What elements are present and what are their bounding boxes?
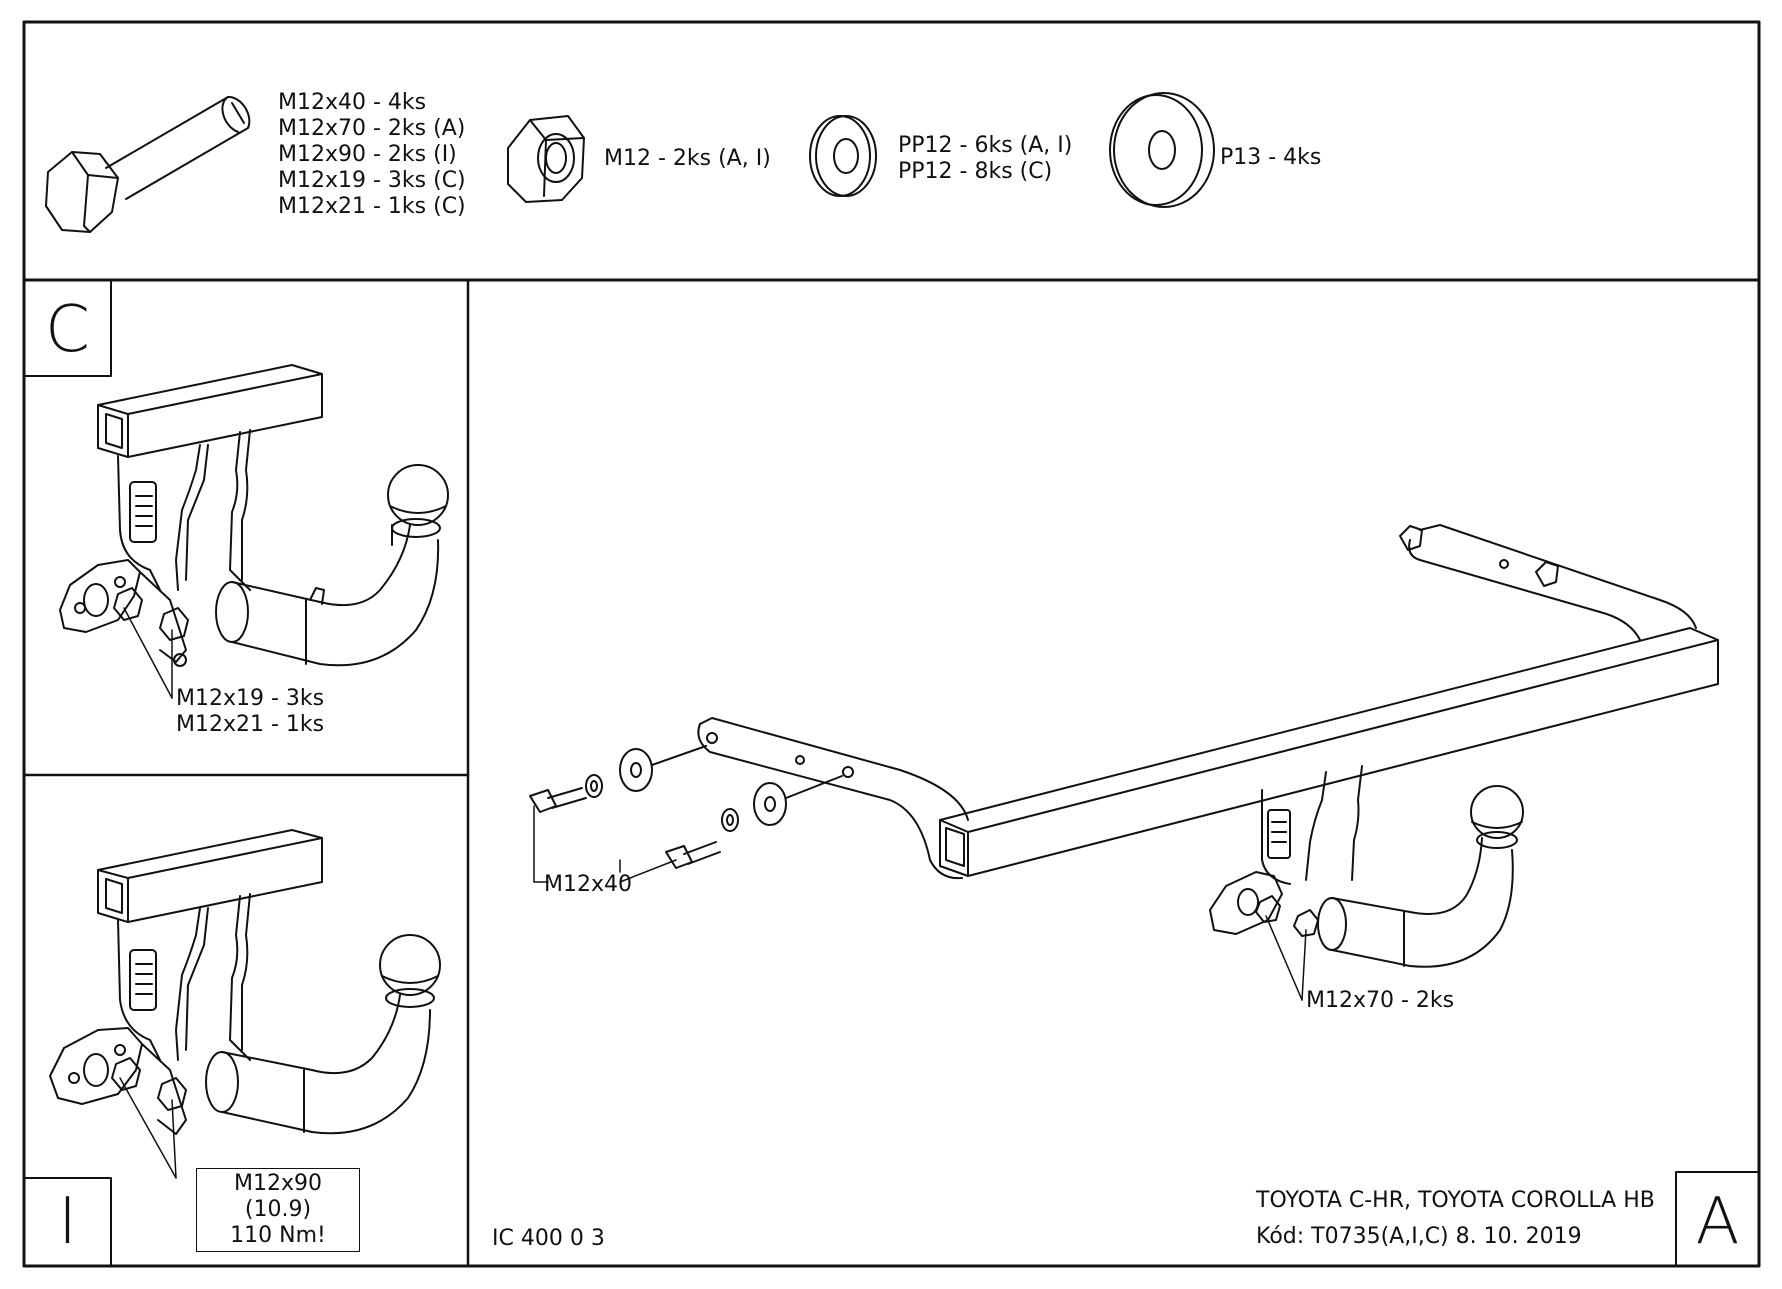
- bolt-spec-3: M12x90 - 2ks (I): [278, 142, 457, 167]
- bolt-spec-4: M12x19 - 3ks (C): [278, 168, 466, 193]
- panel-i-torque-callout: M12x90 (10.9) 110 Nm!: [196, 1168, 360, 1252]
- spring-washer-spec-2: PP12 - 8ks (C): [898, 159, 1053, 184]
- flat-washer-spec: P13 - 4ks: [1220, 145, 1322, 170]
- code-line: Kód: T0735(A,I,C) 8. 10. 2019: [1256, 1224, 1582, 1249]
- panel-i-letter: I: [58, 1185, 77, 1259]
- flat-washer-icon: [1109, 92, 1215, 208]
- nut-spec: M12 - 2ks (A, I): [604, 146, 771, 171]
- hex-bolt-icon: [45, 95, 251, 233]
- panel-c-callout-2: M12x21 - 1ks: [176, 712, 325, 737]
- product-code: IC 400 0 3: [492, 1226, 605, 1251]
- panel-c-hitch-drawing: [59, 364, 449, 667]
- frame-lines: [22, 20, 1761, 1268]
- panel-a-bolt-callout: M12x40: [544, 872, 632, 897]
- panel-i-callout-2: 110 Nm!: [230, 1223, 326, 1248]
- bolt-spec-2: M12x70 - 2ks (A): [278, 116, 466, 141]
- bolt-spec-5: M12x21 - 1ks (C): [278, 194, 466, 219]
- spring-washer-icon: [809, 115, 877, 197]
- panel-a-bracket-callout: M12x70 - 2ks: [1306, 988, 1455, 1013]
- panel-a-letter: A: [1695, 1185, 1740, 1259]
- vehicle-title: TOYOTA C-HR, TOYOTA COROLLA HB: [1256, 1188, 1655, 1213]
- hex-nut-icon: [507, 115, 585, 203]
- bolt-spec-1: M12x40 - 4ks: [278, 90, 427, 115]
- panel-i-callout-1: M12x90 (10.9): [234, 1171, 322, 1222]
- callout-leaders: [119, 607, 1307, 1179]
- spring-washer-spec-1: PP12 - 6ks (A, I): [898, 133, 1073, 158]
- panel-i-hitch-drawing: [49, 829, 441, 1135]
- panel-c-letter: C: [45, 293, 90, 367]
- panel-c-callout-1: M12x19 - 3ks: [176, 686, 325, 711]
- panel-a-assembly-drawing: [529, 524, 1719, 968]
